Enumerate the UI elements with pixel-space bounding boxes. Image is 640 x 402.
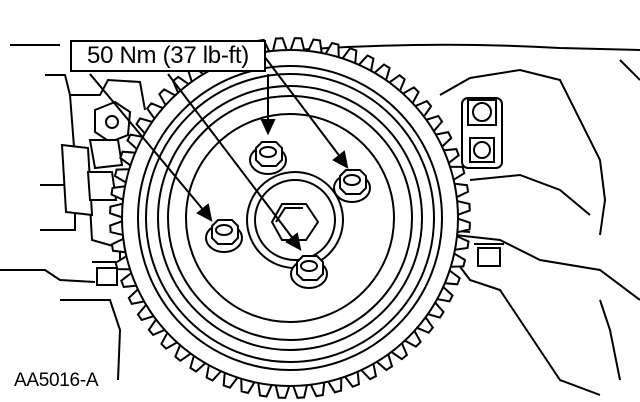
pulley-bolt-right bbox=[333, 169, 371, 203]
torque-callout: 50 Nm (37 lb-ft) bbox=[70, 40, 266, 72]
right-bracket bbox=[445, 97, 504, 267]
pulley-bolt-bottom bbox=[290, 255, 328, 289]
figure-id-label: AA5016-A bbox=[14, 370, 99, 391]
pulley-bolt-top bbox=[249, 141, 287, 175]
pulley-hub bbox=[246, 171, 344, 269]
callout-leader-lines bbox=[89, 47, 349, 251]
torque-spec-label: 50 Nm (37 lb-ft) bbox=[87, 42, 249, 69]
pulley-bolt-left bbox=[205, 219, 243, 253]
